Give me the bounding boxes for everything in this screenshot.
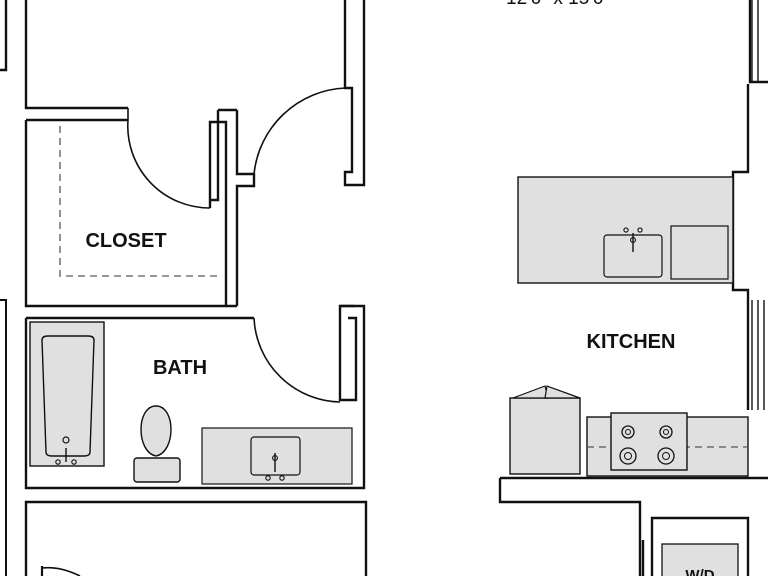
closet-door (126, 108, 211, 209)
lower-room-wall (24, 500, 368, 576)
kitchen-right-wall-window-top (751, 0, 759, 82)
closet-right-wall (218, 108, 256, 306)
closet-shelf-line (59, 126, 218, 277)
top-room-partition (343, 0, 366, 187)
hall-door (253, 87, 346, 175)
closet-outer-wall (24, 118, 228, 308)
top-room-lower-wall (24, 0, 128, 110)
toilet (133, 405, 181, 483)
bath-top-wall (26, 304, 254, 320)
hall-door-arc (253, 87, 346, 175)
washer-dryer: W/D (661, 543, 739, 576)
bathtub (29, 321, 105, 467)
kitchen-label: KITCHEN (587, 331, 676, 353)
refrigerator (509, 385, 581, 475)
kitchen-right-wall-window (751, 300, 765, 410)
top-room-dimension: 12'0" x 15'0" (506, 0, 610, 9)
left-exterior-wall (0, 0, 8, 72)
closet-door-arc (126, 119, 211, 209)
closet-label: CLOSET (85, 230, 166, 252)
kitchen-right-wall-notch (731, 84, 750, 410)
left-exterior-wall-lower (0, 299, 7, 576)
wd-closet-wall (650, 516, 750, 576)
bath-vanity (201, 427, 353, 485)
kitchen-bottom-wall (498, 478, 642, 576)
range (610, 412, 688, 471)
washer-dryer-label: W/D (685, 567, 714, 576)
bath-door-arc (253, 317, 341, 403)
closet-door-jamb (210, 110, 220, 202)
lower-door-arc (41, 566, 81, 576)
kitchen-right-wall-top (748, 0, 768, 84)
bath-label: BATH (153, 357, 207, 379)
bath-door (253, 317, 341, 403)
kitchen-island (517, 176, 734, 284)
